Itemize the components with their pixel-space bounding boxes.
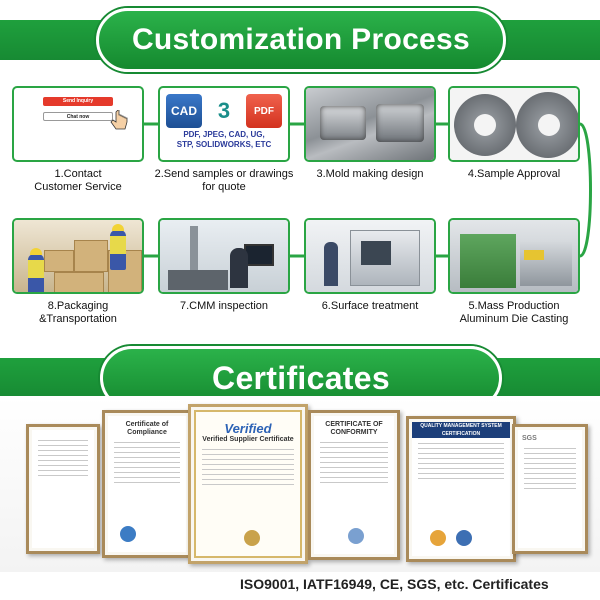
- step-1-image: Send Inquiry Chat now: [12, 86, 144, 162]
- sample-parts-photo: [450, 88, 578, 160]
- certificates-gallery: Certificate of Compliance Verified Verif…: [0, 396, 600, 572]
- step-3-image: [304, 86, 436, 162]
- cmm-photo: [160, 220, 288, 292]
- iaf-seal-icon: [430, 530, 446, 546]
- certificates-caption: ISO9001, IATF16949, CE, SGS, etc. Certif…: [240, 576, 549, 592]
- step-1-label: 1.Contact Customer Service: [34, 168, 122, 193]
- certificate-heading: Certificate of Compliance: [125, 421, 169, 436]
- pointing-hand-icon: [110, 110, 128, 130]
- file-formats-text: PDF, JPEG, CAD, UG, STP, SOLIDWORKS, ETC: [176, 130, 272, 149]
- step-8-label: 8.Packaging &Transportation: [39, 300, 117, 325]
- certificate-frame: [26, 424, 100, 554]
- send-inquiry-button: Send Inquiry: [43, 97, 113, 106]
- step-4-image: [448, 86, 580, 162]
- step-2-label: 2.Send samples or drawings for quote: [154, 168, 294, 193]
- stamp-icon: [348, 528, 364, 544]
- gold-seal-icon: [244, 530, 260, 546]
- step-2-image: CAD 3 PDF PDF, JPEG, CAD, UG, STP, SOLID…: [158, 86, 290, 162]
- step-8-image: [12, 218, 144, 294]
- certificate-frame: QUALITY MANAGEMENT SYSTEM CERTIFICATION: [406, 416, 516, 562]
- certificate-frame: Certificate of Compliance: [102, 410, 192, 558]
- packaging-photo: [14, 220, 142, 292]
- certificate-frame: Verified Verified Supplier Certificate: [188, 404, 308, 564]
- step-5-label: 5.Mass Production Aluminum Die Casting: [459, 300, 569, 325]
- certificate-frame: CERTIFICATE OF CONFORMITY: [308, 410, 400, 560]
- surface-treatment-photo: [306, 220, 434, 292]
- pdf-icon: PDF: [246, 94, 282, 128]
- process-title: Customization Process: [131, 23, 471, 56]
- process-banner: Customization Process: [0, 2, 600, 78]
- die-casting-photo: [450, 220, 578, 292]
- step-4-label: 4.Sample Approval: [467, 168, 561, 180]
- certificate-frame: SGS: [512, 424, 588, 554]
- step-7-image: [158, 218, 290, 294]
- cnas-seal-icon: [456, 530, 472, 546]
- chat-now-button: Chat now: [43, 112, 113, 121]
- step-6-label: 6.Surface treatment: [321, 300, 419, 312]
- certificate-heading: SGS: [522, 435, 537, 442]
- step-7-label: 7.CMM inspection: [179, 300, 269, 312]
- certificates-title: Certificates: [212, 359, 390, 396]
- certificate-heading: Verified Supplier Certificate: [202, 436, 294, 443]
- mold-photo: [306, 88, 434, 160]
- step-6-image: [304, 218, 436, 294]
- step-5-image: [448, 218, 580, 294]
- step-3-label: 3.Mold making design: [316, 168, 424, 180]
- certificate-heading: QUALITY MANAGEMENT SYSTEM CERTIFICATION: [412, 422, 510, 438]
- verified-mark: Verified: [224, 421, 272, 436]
- 3ds-max-icon: 3: [206, 94, 242, 128]
- certificate-heading: CERTIFICATE OF CONFORMITY: [325, 421, 383, 436]
- cad-icon: CAD: [166, 94, 202, 128]
- ce-seal-icon: [120, 526, 136, 542]
- certificates-banner: Certificates: [0, 340, 600, 416]
